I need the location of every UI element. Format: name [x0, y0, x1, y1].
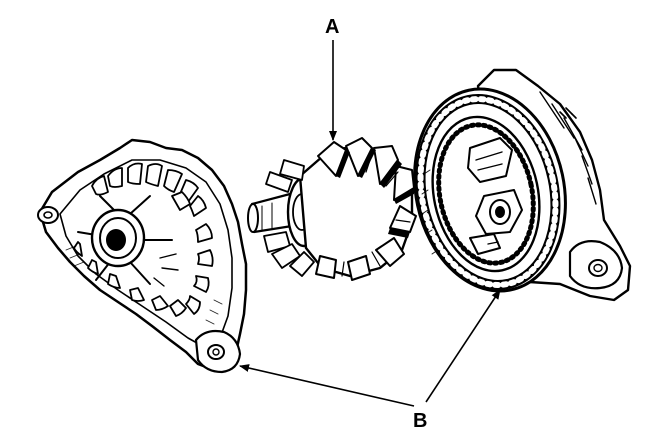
leader-b-left	[239, 364, 415, 407]
callout-label-b: B	[413, 410, 428, 432]
alternator-front-housing-icon	[37, 138, 248, 374]
alternator-stator-icon	[413, 68, 632, 302]
leader-b-right	[425, 289, 501, 403]
alternator-rotor-icon	[247, 137, 417, 281]
callout-label-a: A	[325, 16, 340, 38]
leader-lines	[239, 40, 501, 407]
